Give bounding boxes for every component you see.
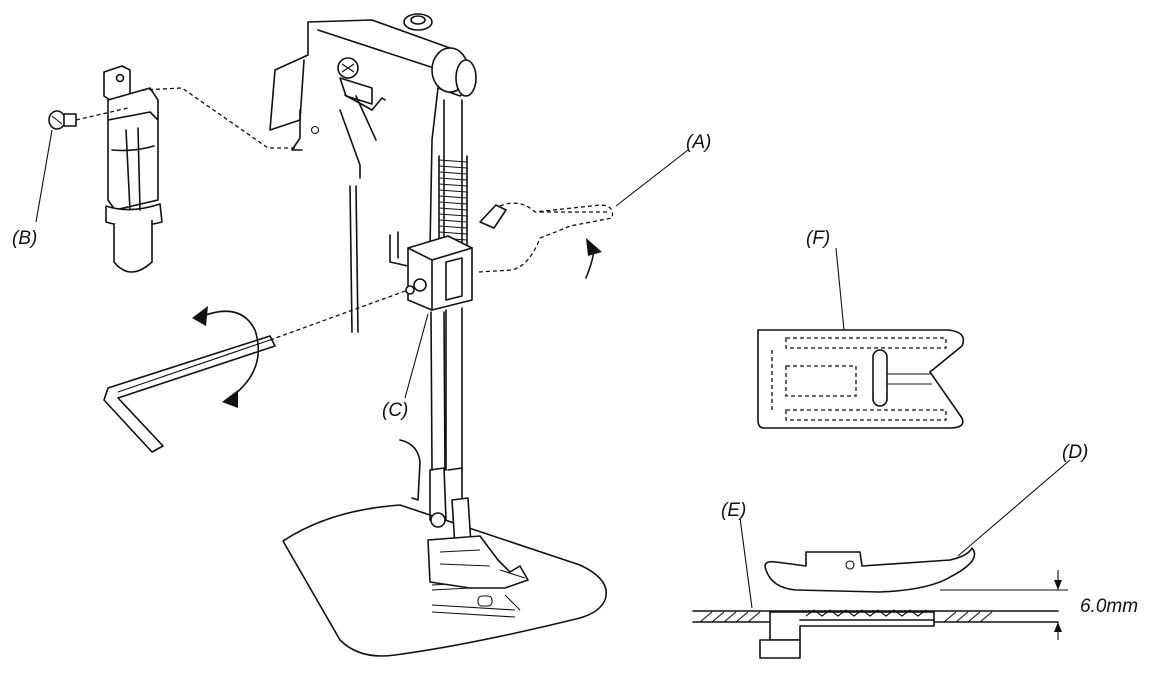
label-f: (F) (806, 228, 830, 249)
shank (399, 307, 529, 589)
assembly-guides (75, 87, 409, 341)
label-c: (C) (382, 400, 408, 421)
foot-side-view (692, 547, 1068, 659)
callout-leaders (35, 129, 1071, 609)
presser-bar-clamp (389, 231, 473, 311)
presser-lever (477, 202, 614, 273)
label-a: (A) (686, 132, 711, 153)
dimension-label: 6.0mm (1080, 596, 1138, 617)
label-d: (D) (1062, 442, 1088, 463)
foot-top-view (757, 329, 965, 429)
label-b: (B) (12, 228, 37, 249)
presser-bar (438, 99, 468, 251)
machine-frame (269, 13, 477, 333)
walking-foot-attachment (103, 65, 163, 273)
hex-key-icon (103, 335, 276, 453)
label-e: (E) (721, 500, 746, 521)
screw-icon (48, 110, 77, 130)
rotate-arrow-icon (192, 238, 602, 408)
